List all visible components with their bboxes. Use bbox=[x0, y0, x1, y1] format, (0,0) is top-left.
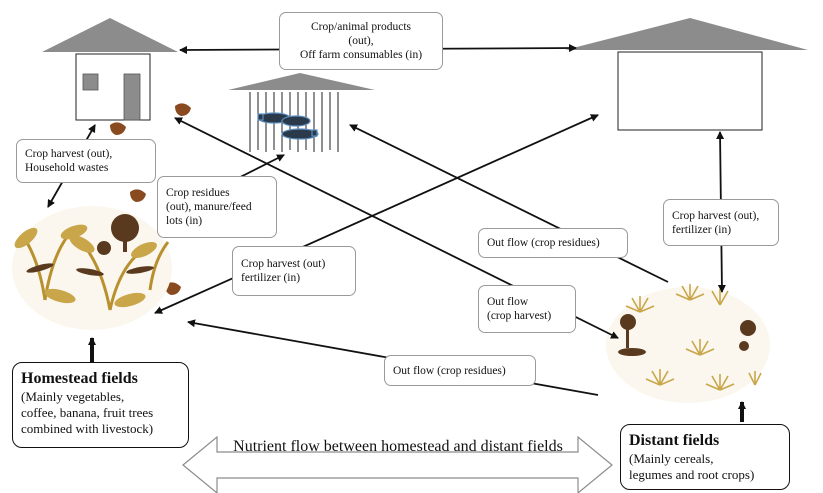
distant-fields-title: Distant fields bbox=[629, 432, 720, 449]
label-outflow-crop-harvest: Out flow (crop harvest) bbox=[478, 285, 576, 333]
distant-field-icon bbox=[606, 284, 770, 403]
label-crop-animal-products: Crop/animal products (out), Off farm con… bbox=[279, 12, 443, 70]
homestead-field-icon bbox=[12, 206, 172, 330]
homestead-fields-description: (Mainly vegetables, coffee, banana, frui… bbox=[21, 389, 154, 436]
label-crop-harvest-household: Crop harvest (out), Household wastes bbox=[16, 139, 156, 183]
homestead-fields-box: Homestead fields (Mainly vegetables, cof… bbox=[12, 362, 189, 448]
label-outflow-crop-residues-upper: Out flow (crop residues) bbox=[478, 228, 628, 258]
label-crop-harvest-fertilizer-right: Crop harvest (out), fertilizer (in) bbox=[663, 199, 779, 246]
house-icon bbox=[42, 18, 178, 121]
label-crop-residues-manure: Crop residues (out), manure/feed lots (i… bbox=[157, 176, 277, 238]
distant-fields-box: Distant fields (Mainly cereals, legumes … bbox=[620, 424, 790, 490]
distant-fields-description: (Mainly cereals, legumes and root crops) bbox=[629, 451, 755, 482]
market-building-icon bbox=[565, 18, 808, 131]
nutrient-flow-double-arrow bbox=[182, 435, 613, 493]
label-outflow-crop-residues-lower: Out flow (crop residues) bbox=[384, 355, 536, 386]
livestock-shed-icon bbox=[228, 73, 375, 152]
homestead-fields-title: Homestead fields bbox=[21, 370, 138, 387]
label-crop-harvest-fertilizer-left: Crop harvest (out) fertilizer (in) bbox=[232, 246, 356, 296]
nutrient-flow-label: Nutrient flow between homestead and dist… bbox=[233, 438, 563, 455]
arrow-distant-shed bbox=[349, 124, 669, 283]
